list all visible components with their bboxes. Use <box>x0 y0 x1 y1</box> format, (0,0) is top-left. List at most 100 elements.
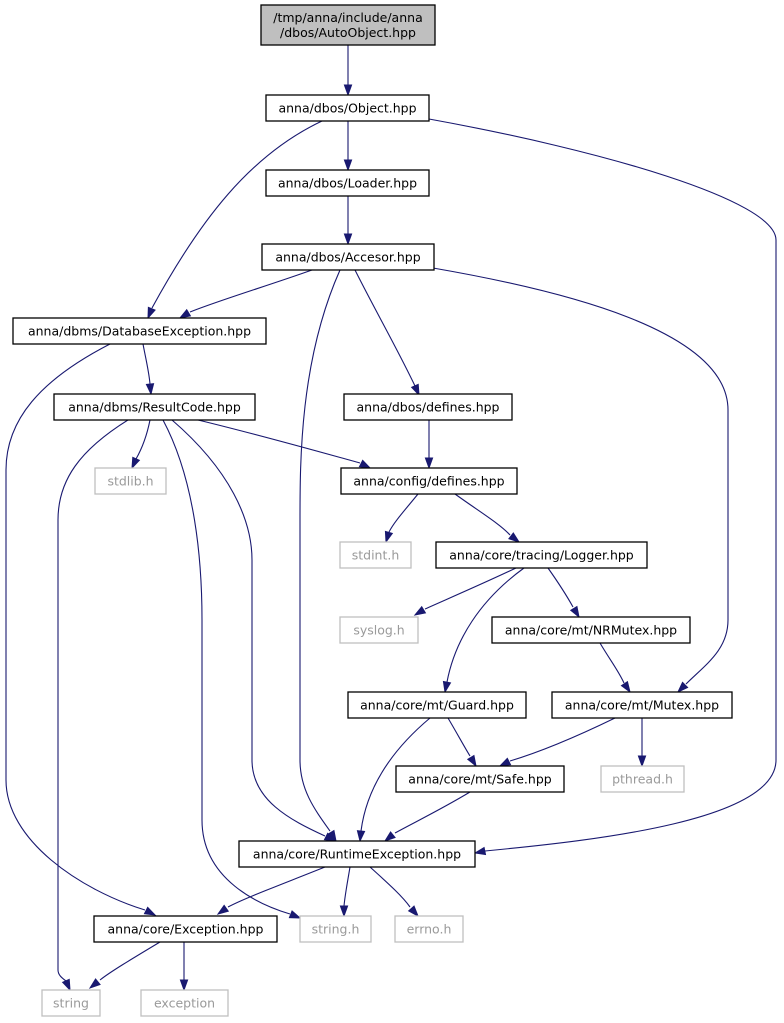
node-label: anna/core/mt/Guard.hpp <box>360 698 514 713</box>
edge-accesor-to-dbosdefines <box>354 269 420 397</box>
arrowhead-icon <box>498 757 512 767</box>
edge-line <box>360 717 431 832</box>
node-label: anna/dbms/DatabaseException.hpp <box>28 324 251 339</box>
arrowhead-icon <box>466 754 477 768</box>
node-label: pthread.h <box>612 772 673 787</box>
node-exception-hpp[interactable]: anna/core/Exception.hpp <box>93 915 278 943</box>
edge-mutex-to-safe <box>498 717 616 767</box>
node-box <box>395 765 565 793</box>
node-exception: exception <box>140 989 229 1017</box>
arrowhead-icon <box>410 383 420 397</box>
edge-line <box>388 493 419 533</box>
node-box <box>339 541 412 569</box>
arrowhead-icon <box>339 905 349 918</box>
node-logger[interactable]: anna/core/tracing/Logger.hpp <box>435 541 648 569</box>
edge-line <box>447 717 471 757</box>
node-dbosdefines[interactable]: anna/dbos/defines.hpp <box>343 393 513 421</box>
edge-object-to-loader <box>343 121 353 172</box>
arrowhead-icon <box>143 906 157 916</box>
arrowhead-icon <box>569 605 580 619</box>
arrowhead-icon <box>358 459 372 469</box>
node-label: /tmp/anna/include/anna <box>273 10 422 25</box>
arrowhead-icon <box>442 680 452 694</box>
node-box <box>94 467 167 495</box>
edge-accesor-to-dbexception <box>178 269 313 319</box>
edge-loader-to-accesor <box>343 196 353 246</box>
arrowhead-icon <box>424 457 434 470</box>
node-label: anna/core/Exception.hpp <box>108 922 264 937</box>
node-configdefines[interactable]: anna/config/defines.hpp <box>340 467 518 495</box>
node-box <box>339 616 419 644</box>
node-box <box>53 393 256 421</box>
node-mutex[interactable]: anna/core/mt/Mutex.hpp <box>551 691 733 719</box>
edge-nrmutex-to-mutex <box>599 642 631 694</box>
node-box <box>265 94 430 122</box>
node-loader[interactable]: anna/dbos/Loader.hpp <box>265 169 430 197</box>
node-stdint: stdint.h <box>339 541 412 569</box>
arrowhead-icon <box>131 456 141 470</box>
node-label: anna/config/defines.hpp <box>353 474 504 489</box>
arrowhead-icon <box>147 306 156 320</box>
edge-line <box>227 866 326 908</box>
edge-resultcode-to-runtime <box>171 419 337 842</box>
edge-guard-to-safe <box>447 717 477 768</box>
node-string: string <box>41 989 101 1017</box>
edge-line <box>5 343 146 911</box>
node-box <box>551 691 733 719</box>
edge-logger-to-syslog <box>413 567 517 616</box>
node-label: /dbos/AutoObject.hpp <box>280 25 416 40</box>
node-box <box>491 616 691 644</box>
arrowhead-icon <box>216 904 230 915</box>
arrowhead-icon <box>356 830 366 843</box>
node-label: anna/dbos/Accesor.hpp <box>275 250 420 265</box>
node-accesor[interactable]: anna/dbos/Accesor.hpp <box>261 243 435 271</box>
node-label: anna/dbos/Loader.hpp <box>278 176 417 191</box>
node-label: errno.h <box>407 922 452 937</box>
node-label: anna/core/mt/Safe.hpp <box>408 772 551 787</box>
edge-line <box>57 419 129 982</box>
node-safe[interactable]: anna/core/mt/Safe.hpp <box>395 765 565 793</box>
edge-dbosdefines-to-configdefines <box>424 420 434 470</box>
node-label: anna/dbos/defines.hpp <box>356 400 499 415</box>
node-guard[interactable]: anna/core/mt/Guard.hpp <box>347 691 527 719</box>
arrowhead-icon <box>179 979 189 992</box>
node-syslog: syslog.h <box>339 616 419 644</box>
node-box <box>435 541 648 569</box>
edge-line <box>354 269 416 387</box>
node-runtime[interactable]: anna/core/RuntimeException.hpp <box>238 840 476 868</box>
node-dbexception[interactable]: anna/dbms/DatabaseException.hpp <box>12 317 267 345</box>
edge-line <box>432 267 729 685</box>
edge-logger-to-guard <box>442 567 525 694</box>
arrowhead-icon <box>343 84 353 97</box>
edge-resultcode-to-stdlib <box>131 419 151 470</box>
arrowhead-icon <box>343 233 353 246</box>
edge-line <box>394 791 471 834</box>
edge-line <box>424 567 517 610</box>
node-object[interactable]: anna/dbos/Object.hpp <box>265 94 430 122</box>
arrowhead-icon <box>473 846 487 856</box>
node-label: stdlib.h <box>107 474 153 489</box>
edge-accesor-to-runtime <box>299 269 341 843</box>
arrowhead-icon <box>343 159 353 172</box>
edge-line <box>189 269 313 313</box>
node-pthread: pthread.h <box>600 765 685 793</box>
graph-nodes: /tmp/anna/include/anna/dbos/AutoObject.h… <box>12 4 733 1017</box>
arrowhead-icon <box>413 605 427 616</box>
node-label: anna/core/mt/Mutex.hpp <box>565 698 719 713</box>
edge-resultcode-to-stringh <box>162 419 302 919</box>
edge-line <box>162 419 291 915</box>
node-nrmutex[interactable]: anna/core/mt/NRMutex.hpp <box>491 616 691 644</box>
edge-object-to-dbexception <box>147 120 323 320</box>
node-root[interactable]: /tmp/anna/include/anna/dbos/AutoObject.h… <box>260 4 436 46</box>
node-label: anna/dbms/ResultCode.hpp <box>68 400 241 415</box>
edge-line <box>151 120 323 309</box>
edge-line <box>369 866 411 908</box>
node-label: string <box>53 996 89 1011</box>
node-label: stdint.h <box>352 548 400 563</box>
node-resultcode[interactable]: anna/dbms/ResultCode.hpp <box>53 393 256 421</box>
node-box <box>394 915 464 943</box>
node-stdlib: stdlib.h <box>94 467 167 495</box>
arrowhead-icon <box>383 831 396 842</box>
edge-line <box>343 866 351 907</box>
